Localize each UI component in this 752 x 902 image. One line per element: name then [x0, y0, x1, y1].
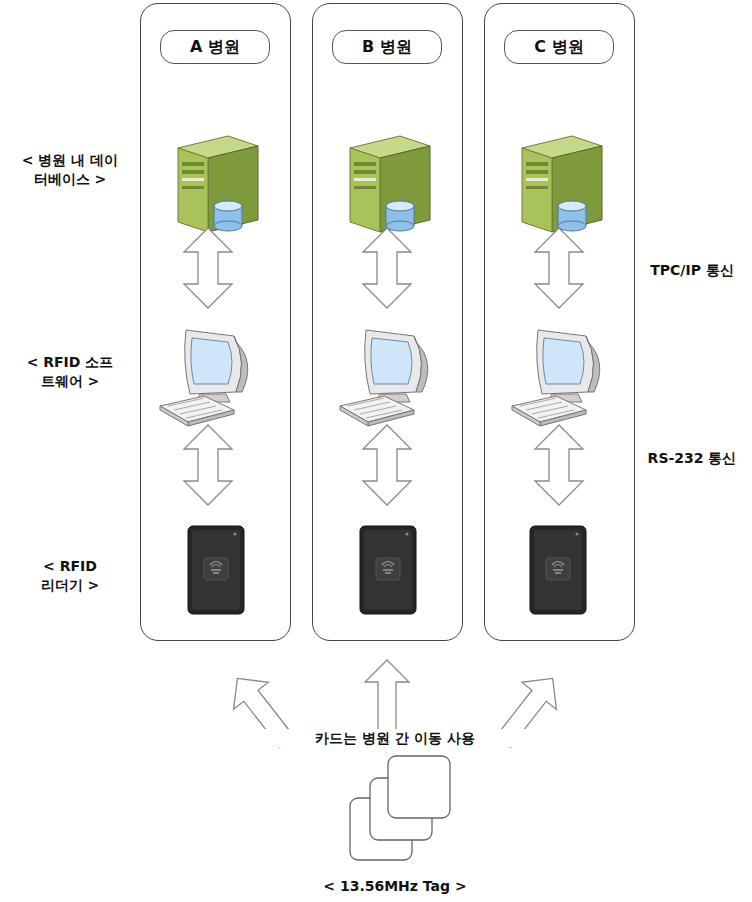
hospital-column: C 병원 — [484, 3, 635, 641]
hospital-header: C 병원 — [504, 30, 614, 64]
annotation-label: TPC/IP 통신 — [635, 261, 749, 280]
card-arrow — [220, 660, 570, 755]
annotation-label: < RFID 리더기 > — [33, 557, 107, 595]
hospital-name: C 병원 — [534, 37, 583, 58]
annotation-label: 카드는 병원 간 이동 사용 — [263, 729, 527, 748]
annotation-label: < 병원 내 데이터베이스 > — [13, 151, 127, 189]
hospital-column: A 병원 — [140, 3, 291, 641]
hospital-column: B 병원 — [312, 3, 463, 641]
annotation-label: RS-232 통신 — [635, 449, 749, 468]
server-icon — [178, 136, 602, 232]
computer-icon — [160, 330, 600, 426]
tag-card — [350, 756, 450, 860]
hospital-name: A 병원 — [190, 37, 240, 58]
annotation-label: < RFID 소프트웨어 > — [21, 353, 120, 391]
hospital-name: B 병원 — [362, 37, 412, 58]
hospital-header: B 병원 — [332, 30, 442, 64]
reader-icon — [188, 526, 586, 614]
hospital-header: A 병원 — [160, 30, 270, 64]
annotation-label: < 13.56MHz Tag > — [283, 877, 507, 896]
